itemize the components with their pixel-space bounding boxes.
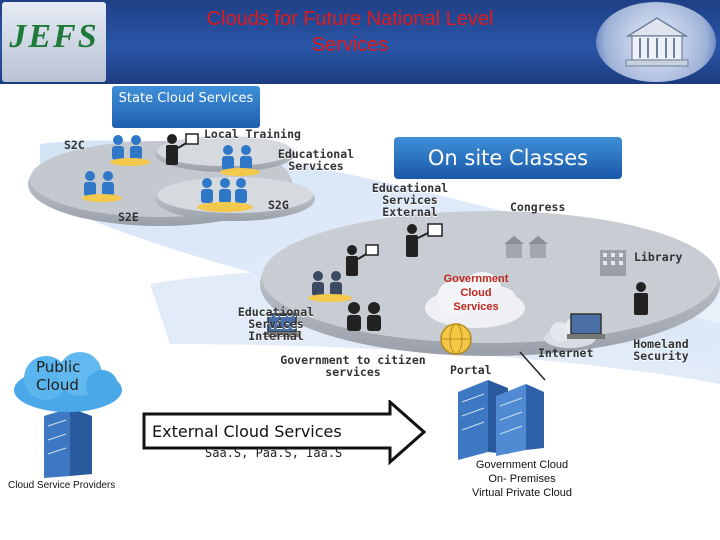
public-cloud-icon <box>14 352 122 412</box>
government-cloud-services-label: Government Cloud Services <box>443 273 509 313</box>
title-line-1: Clouds for Future National Level <box>206 8 494 30</box>
educational-services-internal-label: Educational Services Internal <box>237 305 315 343</box>
s2e-label: S2E <box>118 210 139 224</box>
cloud-service-providers-label: Cloud Service Providers <box>8 479 115 492</box>
title-line-2: Services <box>311 34 389 56</box>
people-group-icon <box>82 171 122 202</box>
people-group-icon <box>110 135 150 166</box>
gov-cloud-line-2: On- Premises <box>488 473 556 485</box>
cloud-service-providers-text: Cloud Service Providers <box>8 480 116 491</box>
educational-services-label: Educational Services <box>277 147 355 173</box>
library-building-icon <box>600 250 626 276</box>
jefs-logo-text: JEFS <box>9 18 99 55</box>
presenter-icon <box>406 223 443 257</box>
saas-paas-iaas-label: Saa.S, Paa.S, Iaa.S <box>205 446 343 460</box>
on-site-classes-label: On site Classes <box>394 137 622 179</box>
educational-services-external-label: Educational Services External <box>371 181 449 219</box>
external-cloud-arrow <box>142 400 427 466</box>
internet-label: Internet <box>538 346 594 360</box>
people-group-icon <box>347 302 381 331</box>
gov-cloud-line-3: Virtual Private Cloud <box>471 487 573 499</box>
server-towers-icon <box>458 380 544 460</box>
server-tower-icon <box>44 408 92 478</box>
security-officer-icon <box>634 282 648 315</box>
local-training-label: Local Training <box>204 127 301 141</box>
people-group-icon <box>197 178 253 212</box>
s2c-label: S2C <box>64 138 85 152</box>
people-group-icon <box>308 271 352 302</box>
people-group-icon <box>220 145 260 176</box>
page-title: Clouds for Future National Level Service… <box>120 6 580 58</box>
portal-globe-icon <box>440 323 472 355</box>
presenter-icon <box>166 133 199 165</box>
presenter-icon <box>346 244 379 276</box>
jefs-logo <box>2 2 106 82</box>
government-cloud-icon <box>425 272 525 328</box>
external-cloud-services-label: External Cloud Services <box>152 422 342 441</box>
public-cloud-label: Public Cloud <box>36 358 81 394</box>
portal-label: Portal <box>450 363 492 377</box>
gov-cloud-on-premises-label: Government Cloud On- Premises Virtual Pr… <box>456 458 588 500</box>
laptop-icon <box>567 313 605 339</box>
congress-building-icon <box>504 236 548 258</box>
laptop-icon <box>264 313 300 337</box>
congress-label: Congress <box>510 200 566 214</box>
state-cloud-services-label: State Cloud Services <box>112 86 260 128</box>
s2g-label: S2G <box>268 198 289 212</box>
capitol-building-icon <box>625 17 689 67</box>
gov-cloud-line-1: Government Cloud <box>475 459 569 471</box>
government-to-citizen-label: Government to citizen services <box>280 353 426 379</box>
library-label: Library <box>634 250 683 264</box>
homeland-security-label: Homeland Security <box>633 337 689 363</box>
